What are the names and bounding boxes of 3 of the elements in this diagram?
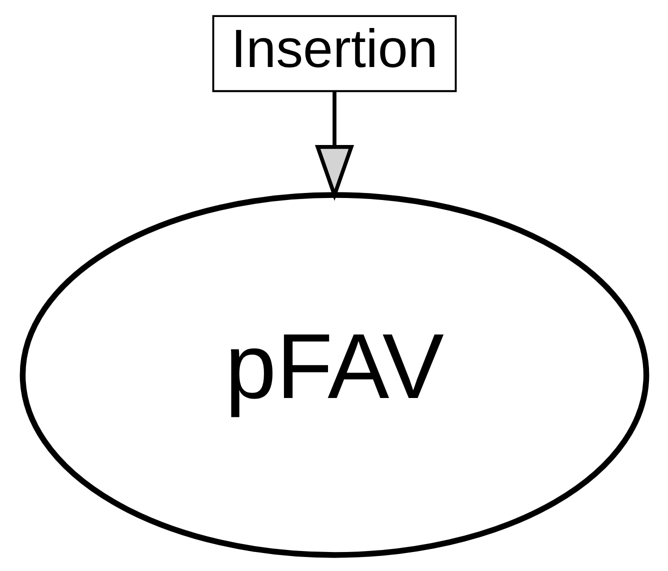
arrow	[314, 91, 354, 201]
node-ellipse: pFAV	[19, 192, 649, 558]
node-box: Insertion	[212, 15, 456, 92]
